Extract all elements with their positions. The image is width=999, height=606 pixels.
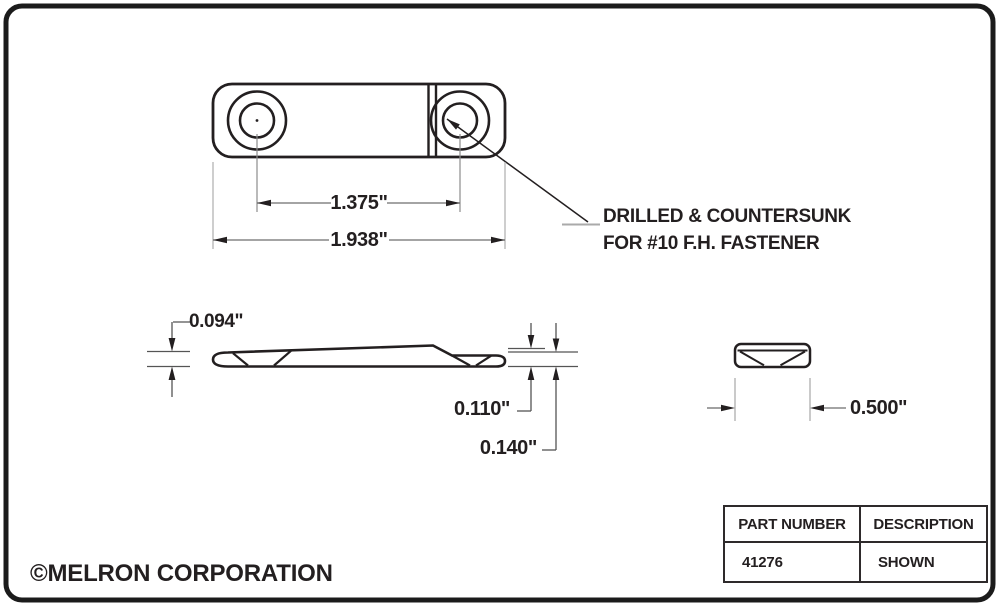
arrowhead-up — [552, 366, 560, 380]
dim-width — [707, 378, 846, 421]
top-view-body-outline — [211, 82, 507, 159]
description-cell: SHOWN — [859, 541, 988, 583]
description-header: DESCRIPTION — [859, 505, 988, 543]
countersunk-note-line2: FOR #10 F.H. FASTENER — [603, 233, 820, 254]
arrowhead-down — [168, 338, 176, 352]
right-countersink-wall-left — [451, 354, 471, 367]
left-countersink-wall-right — [273, 349, 292, 367]
dim-end-thickness-label: 0.110" — [453, 398, 510, 420]
dim-max-thickness-label: 0.140" — [479, 437, 538, 459]
dim-hole-spacing-label: 1.375" — [330, 192, 388, 214]
left-hole-center-dot — [255, 119, 259, 122]
dim-left-thickness-label: 0.094" — [189, 311, 244, 332]
dim-left-thickness — [147, 321, 190, 397]
leader-countersunk-note — [446, 118, 600, 226]
dim-overall-length — [212, 162, 506, 249]
dim-hole-spacing — [256, 134, 461, 212]
part-number-cell: 41276 — [723, 541, 861, 583]
arrowhead-down — [527, 335, 535, 349]
arrowhead-left — [810, 404, 824, 412]
countersunk-note-line1: DRILLED & COUNTERSUNK — [603, 206, 852, 227]
arrowhead-right — [721, 404, 735, 412]
dim-max-thickness — [542, 323, 560, 451]
dim-width-label: 0.500" — [850, 397, 908, 419]
parts-table: PART NUMBER DESCRIPTION 41276 SHOWN — [723, 505, 988, 583]
parts-table-row: 41276 SHOWN — [723, 541, 988, 583]
side-view — [211, 344, 507, 368]
end-countersink-wall-right — [780, 350, 806, 367]
arrowhead-left — [213, 236, 227, 244]
side-profile-outline — [211, 344, 507, 368]
leader-arrowhead — [447, 119, 460, 130]
arrowhead-up — [527, 366, 535, 380]
end-view — [733, 342, 812, 369]
end-countersink-wall-left — [739, 350, 765, 367]
arrowhead-right — [491, 236, 505, 244]
dim-overall-length-label: 1.938" — [330, 229, 388, 251]
arrowhead-left — [257, 199, 271, 207]
countersunk-note: DRILLED & COUNTERSUNK FOR #10 F.H. FASTE… — [603, 203, 851, 257]
copyright-text: ©MELRON CORPORATION — [30, 560, 333, 587]
dim-end-thickness — [508, 323, 578, 412]
parts-table-header-row: PART NUMBER DESCRIPTION — [723, 505, 988, 543]
arrowhead-up — [168, 366, 176, 380]
part-number-header: PART NUMBER — [723, 505, 861, 543]
arrowhead-down — [552, 338, 560, 352]
arrowhead-right — [446, 199, 460, 207]
sheet-border — [3, 3, 996, 603]
leader-line — [446, 118, 589, 223]
right-countersink-wall-right — [475, 354, 492, 367]
left-countersink-wall-left — [232, 352, 249, 367]
